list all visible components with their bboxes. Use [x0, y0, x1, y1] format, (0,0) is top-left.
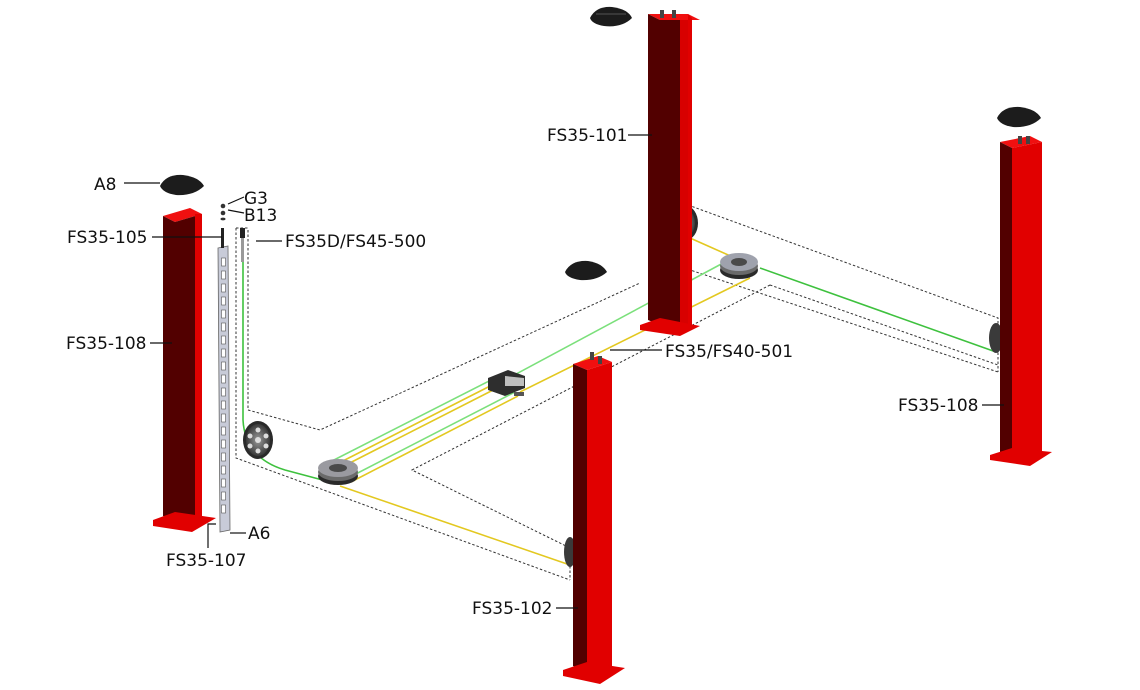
sheave-rear-horizontal	[720, 253, 758, 279]
ladder-slot	[221, 426, 226, 436]
ladder-slot	[221, 465, 226, 475]
ladder-slot	[221, 491, 226, 501]
ladder-slot	[221, 361, 226, 371]
ladder-slot	[221, 322, 226, 332]
label-fs35-108-left: FS35-108	[66, 334, 146, 354]
green-cable-main-2	[347, 391, 516, 479]
label-fs35-105: FS35-105	[67, 228, 147, 248]
platform-outline	[235, 204, 999, 581]
label-b13: B13	[244, 206, 277, 226]
ladder-slot	[221, 504, 226, 514]
label-fs35-fs40-501: FS35/FS40-501	[665, 342, 793, 362]
label-fs35-101: FS35-101	[547, 126, 627, 146]
label-fs35-107: FS35-107	[166, 551, 246, 571]
ladder-slot	[221, 400, 226, 410]
yellow-cable-main-3	[350, 395, 519, 483]
cable-end-fs35d-500	[240, 228, 245, 262]
rubber-pad-a8	[160, 174, 204, 196]
ladder-slots	[221, 257, 226, 514]
ladder-slot	[221, 374, 226, 384]
ladder-slot	[221, 439, 226, 449]
label-a6: A6	[248, 524, 270, 544]
rubber-pad-rear	[590, 6, 632, 27]
hardware-g3-b13	[220, 203, 226, 221]
green-cable-main-1	[329, 377, 496, 463]
ladder-slot	[221, 413, 226, 423]
sheave-left-horizontal	[318, 459, 358, 485]
yellow-cable-to-top-sheave	[689, 237, 736, 259]
ladder-slot	[221, 309, 226, 319]
leader-lines	[124, 134, 1004, 609]
label-fs35-108-right: FS35-108	[898, 396, 978, 416]
cable-routing	[242, 237, 997, 566]
ladder-slot	[221, 283, 226, 293]
ladder-slot	[221, 387, 226, 397]
green-cable-to-right	[759, 267, 997, 353]
ladder-slot	[221, 270, 226, 280]
rubber-pad-right	[997, 106, 1041, 128]
yellow-cable-to-front	[339, 485, 571, 566]
label-a8: A8	[94, 175, 116, 195]
label-fs35d-fs45-500: FS35D/FS45-500	[285, 232, 426, 252]
sheave-right-column	[989, 323, 1003, 353]
ladder-slot	[221, 452, 226, 462]
yellow-cable-main-1	[332, 381, 499, 467]
ladder-slot	[221, 348, 226, 358]
yellow-cable-to-rear	[519, 277, 751, 393]
cable-lock-block	[488, 370, 525, 396]
label-g3: G3	[244, 189, 268, 209]
column-fs35-101	[640, 10, 700, 336]
ladder-slot	[221, 335, 226, 345]
column-fs35-102	[563, 352, 625, 684]
sheave-left-vertical	[243, 421, 273, 459]
column-fs35-108-right	[990, 136, 1052, 466]
ladder-slot	[221, 257, 226, 267]
ladder-slot	[221, 478, 226, 488]
lock-ladder-fs35-105	[217, 228, 231, 533]
column-fs35-108-left	[153, 208, 216, 532]
rubber-pad-front	[565, 260, 607, 281]
yellow-cable-main-2	[335, 385, 502, 471]
label-fs35-102: FS35-102	[472, 599, 552, 619]
ladder-slot	[221, 296, 226, 306]
